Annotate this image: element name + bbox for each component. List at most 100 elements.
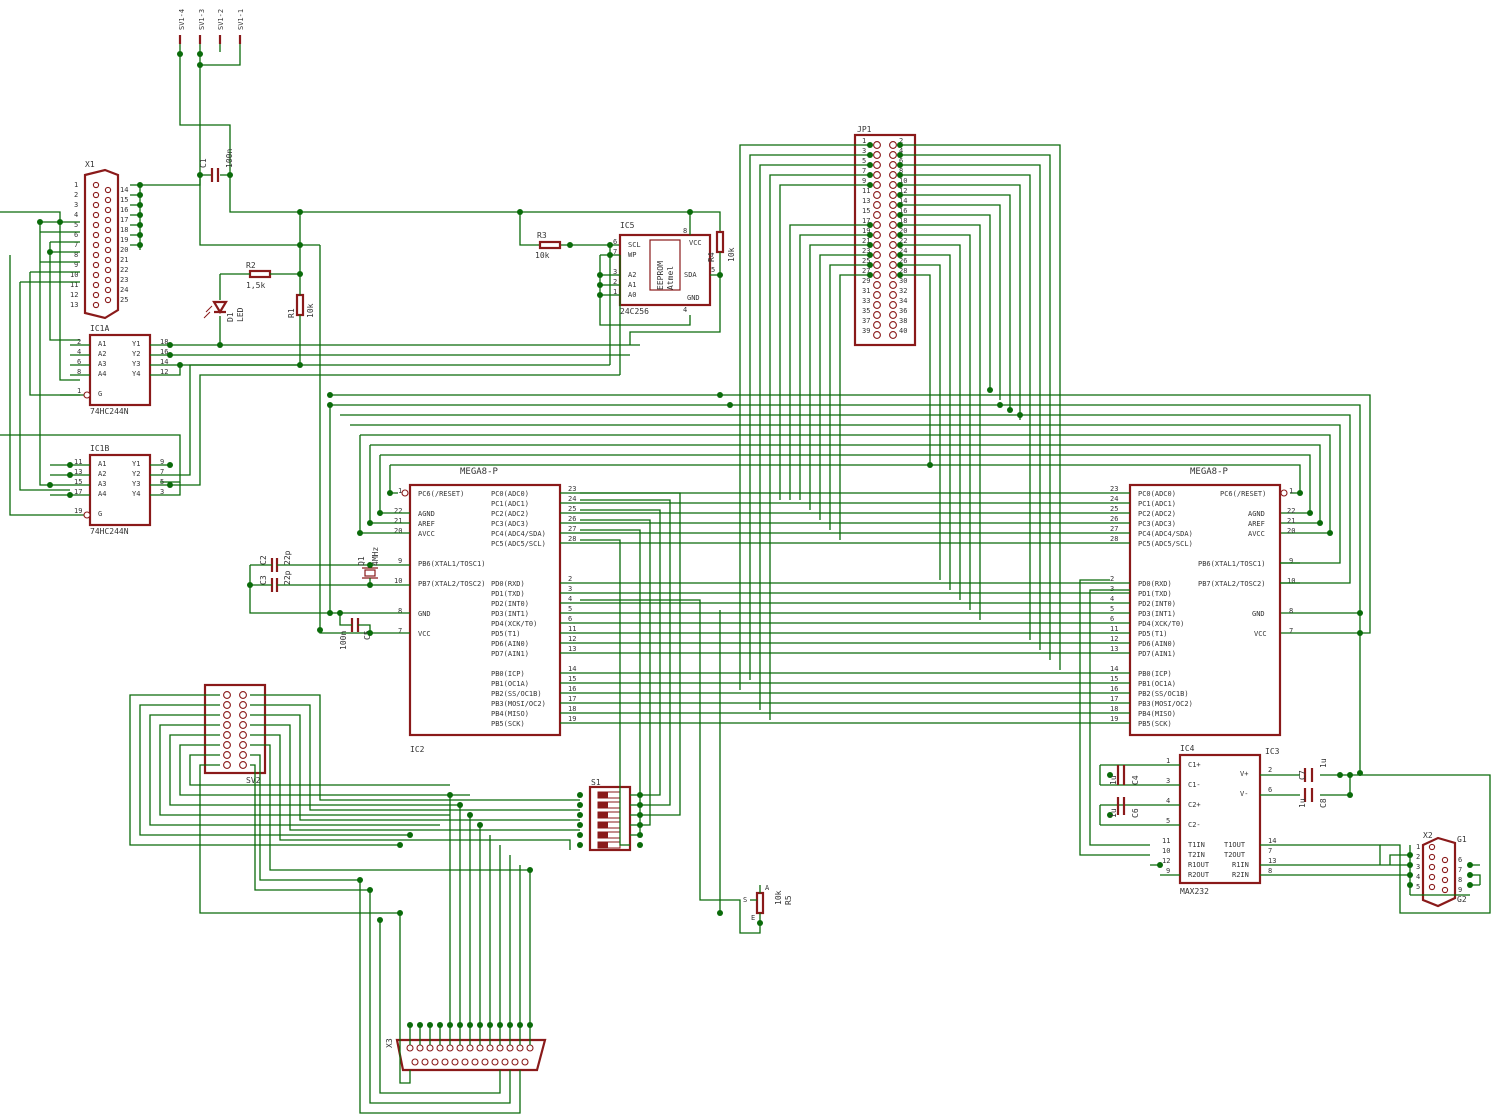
mcu2-left-pin-num: 4 [1110, 595, 1114, 603]
mcu2-left-pin-num: 28 [1110, 535, 1118, 543]
x2-pin-7: 7 [1458, 866, 1462, 874]
x1-pin-hole [92, 271, 100, 279]
jp1-pin-37: 37 [862, 317, 870, 325]
ic1a-pin-1: 1 [77, 387, 81, 395]
jp1-pin-10: 10 [899, 177, 907, 185]
x2-g2-label: G2 [1457, 895, 1467, 904]
ic5-label: IC5 [620, 221, 635, 230]
q1-label: Q1 [357, 556, 366, 566]
jp1-pin-7: 7 [862, 167, 866, 175]
ic1a-y4: Y4 [132, 370, 140, 378]
x3-label: X3 [385, 1038, 394, 1048]
x3-pin-hole [426, 1044, 434, 1052]
jp1-pin-21: 21 [862, 237, 870, 245]
x3-junction [437, 1022, 443, 1028]
c2-value: 22p [283, 550, 292, 565]
mcu2-left-pin-num: 23 [1110, 485, 1118, 493]
x2-pin-hole [1428, 853, 1436, 861]
x1-label: X1 [85, 160, 95, 169]
r4-value: 10k [727, 247, 736, 262]
ic1b-pin-7: 7 [160, 468, 164, 476]
x1-pin-15: 15 [120, 196, 128, 204]
x3-pin-hole [446, 1044, 454, 1052]
mcu1-right-pin-num: 27 [568, 525, 576, 533]
x1-pin-hole [104, 216, 112, 224]
x2-pin-2: 2 [1416, 853, 1420, 861]
mcu2-pb6-label: PB6(XTAL1/TOSC1) [1198, 560, 1265, 568]
ic1b-part: 74HC244N [90, 527, 129, 536]
ic4-c2n: C2- [1188, 821, 1201, 829]
mcu1-right-pin-num: 16 [568, 685, 576, 693]
r3-resistor: R3 10k [535, 231, 573, 260]
jp1-pin-hole [889, 161, 897, 169]
jp1-pin-12: 12 [899, 187, 907, 195]
mcu2-left-pin-label: PC1(ADC1) [1138, 500, 1176, 508]
x3-pin-hole [431, 1058, 439, 1066]
mcu1-right-pin-num: 24 [568, 495, 576, 503]
sv2-header: SV2 [129, 683, 580, 914]
mcu1-pb6-label: PB6(XTAL1/TOSC1) [418, 560, 485, 568]
ic1a-y2: Y2 [132, 350, 140, 358]
jp1-pin-30: 30 [899, 277, 907, 285]
ic5-scl: SCL [628, 241, 641, 249]
r5-potentiometer: A S E 10k R5 [580, 599, 793, 934]
jp1-pin-2: 2 [899, 137, 903, 145]
mcu2-left-pin-num: 5 [1110, 605, 1114, 613]
mcu1-right-pin-label: PD3(INT1) [491, 610, 529, 618]
ic4-r1out: R1OUT [1188, 861, 1210, 869]
c2-label: C2 [259, 555, 268, 565]
mcu2-left-pin-num: 24 [1110, 495, 1118, 503]
mcu1-right-pin-label: PD2(INT0) [491, 600, 529, 608]
jp1-pin-hole [889, 231, 897, 239]
x2-pin-5: 5 [1416, 883, 1420, 891]
mcu2-left-pin-label: PB1(OC1A) [1138, 680, 1176, 688]
x2-db9-connector: X2 G1 G2 1 2 3 4 5 6 7 8 9 [1407, 831, 1481, 908]
c1-capacitor: C1 100n [140, 149, 234, 186]
mcu1-pin-7: 7 [398, 627, 402, 635]
jp1-pin-hole [873, 231, 881, 239]
jp1-pin-28: 28 [899, 267, 907, 275]
x3-pin-hole [451, 1058, 459, 1066]
ic5-a0: A0 [628, 291, 636, 299]
mcu2-pin-7: 7 [1289, 627, 1293, 635]
sv2-pin-hole [223, 721, 231, 729]
mcu2-pb7-label: PB7(XTAL2/TOSC2) [1198, 580, 1265, 588]
mcu2-left-pin-label: PD5(T1) [1138, 630, 1168, 638]
ic4-c1p: C1+ [1188, 761, 1201, 769]
x3-pin-hole [421, 1058, 429, 1066]
jp1-pin-hole [873, 171, 881, 179]
mcu1-pin-22: 22 [394, 507, 402, 515]
max232-caps: 1u C4 1u C6 C7 1u 1u C8 [1109, 758, 1328, 818]
mcu2-left-pin-label: PD1(TXD) [1138, 590, 1172, 598]
x1-pin-13: 13 [70, 301, 78, 309]
ic5-wp: WP [628, 251, 636, 259]
ic4-pin-5: 5 [1166, 817, 1170, 825]
mcu1-right-pin-num: 4 [568, 595, 572, 603]
sv2-pin-hole [223, 751, 231, 759]
ic1b-pin-5: 5 [160, 478, 164, 486]
x3-pin-hole [441, 1058, 449, 1066]
ic1b-g: G [98, 510, 102, 518]
ic1a-pin-12: 12 [160, 368, 168, 376]
mcu1-right-pin-label: PC0(ADC0) [491, 490, 529, 498]
mcu2-left-pin-label: PC3(ADC3) [1138, 520, 1176, 528]
x3-pin-hole [516, 1044, 524, 1052]
jp1-pin-4: 4 [899, 147, 903, 155]
s1-switch-knob [598, 832, 608, 838]
jp1-pin-29: 29 [862, 277, 870, 285]
sv2-label: SV2 [246, 776, 261, 785]
ic1a-pin-18: 18 [160, 338, 168, 346]
x1-pin-16: 16 [120, 206, 128, 214]
mcu2-left-pin-num: 26 [1110, 515, 1118, 523]
mcu1-right-pin-label: PD1(TXD) [491, 590, 525, 598]
mcu2-left-pin-label: PD2(INT0) [1138, 600, 1176, 608]
mcu2-left-pin-label: PC4(ADC4/SDA) [1138, 530, 1193, 538]
jp1-pin-20: 20 [899, 227, 907, 235]
mcu1-right-pin-num: 25 [568, 505, 576, 513]
x2-pin-1: 1 [1416, 843, 1420, 851]
mcu2-left-pin-label: PB2(SS/OC1B) [1138, 690, 1189, 698]
mcu1-right-pin-label: PD4(XCK/T0) [491, 620, 537, 628]
mcu2-left-pin-label: PB3(MOSI/OC2) [1138, 700, 1193, 708]
mcu2-title: MEGA8-P [1190, 467, 1229, 477]
jp1-pin-34: 34 [899, 297, 907, 305]
